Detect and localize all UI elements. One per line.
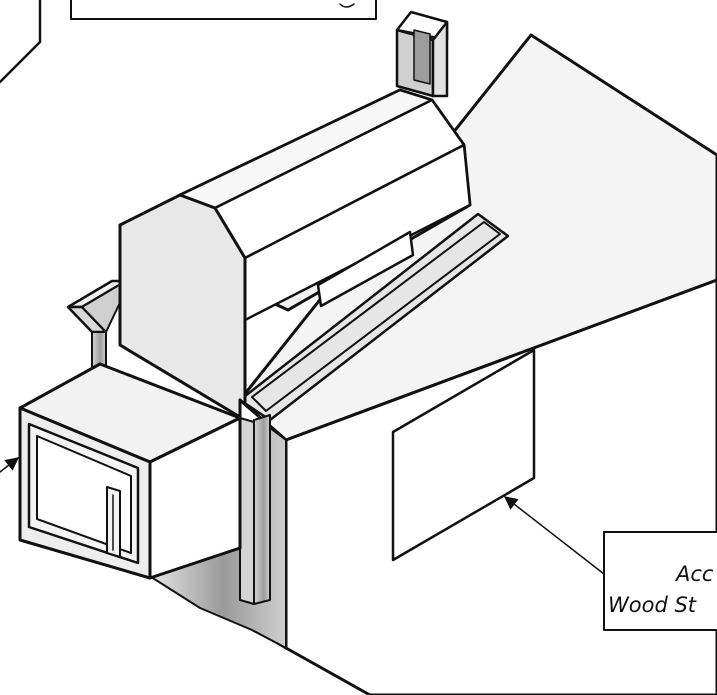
callout-box-top-left xyxy=(0,0,377,84)
left-leader-arrow xyxy=(0,457,20,473)
firebox-support-post xyxy=(253,414,271,605)
cabinet-access-door[interactable] xyxy=(391,348,536,562)
firebox xyxy=(18,362,242,580)
callout-right-line1: Acc xyxy=(674,562,714,586)
right-leader-arrow xyxy=(503,496,605,575)
callout-right-line2: Wood St xyxy=(608,593,697,617)
chimney xyxy=(395,10,449,98)
smoker-vent-slot xyxy=(316,230,415,308)
back-shelf xyxy=(66,279,128,373)
callout-box-right xyxy=(603,531,717,631)
smoker-base-rail xyxy=(238,212,510,422)
smoker-body xyxy=(118,88,472,422)
